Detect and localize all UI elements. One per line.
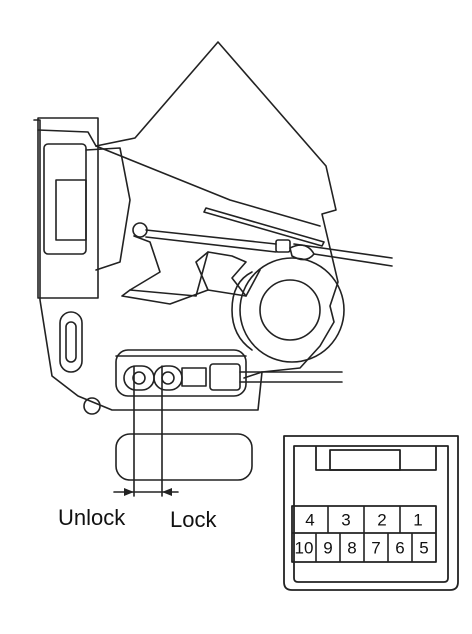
lock-body-outline bbox=[33, 119, 263, 411]
pin-8: 8 bbox=[347, 539, 356, 558]
rod-guide bbox=[203, 207, 325, 247]
switch-plug bbox=[209, 363, 241, 391]
rod-connector bbox=[275, 239, 291, 253]
lever-pivot bbox=[132, 222, 148, 238]
lock-body-slot bbox=[43, 143, 87, 255]
connector-outer-shell bbox=[283, 435, 459, 591]
unlock-arrowhead bbox=[124, 488, 134, 496]
motor-housing-outer bbox=[239, 257, 345, 363]
pin-5: 5 bbox=[419, 539, 428, 558]
switch-cam-lock bbox=[153, 365, 183, 391]
pin-3: 3 bbox=[341, 511, 350, 530]
switch-housing bbox=[115, 349, 247, 397]
pin-10: 10 bbox=[295, 539, 314, 558]
pin-2: 2 bbox=[377, 511, 386, 530]
motor-housing-inner bbox=[259, 279, 321, 341]
unlock-label: Unlock bbox=[58, 505, 126, 530]
lower-cover bbox=[115, 433, 253, 481]
inner-lever bbox=[121, 235, 209, 305]
pin-6: 6 bbox=[395, 539, 404, 558]
pin-9: 9 bbox=[323, 539, 332, 558]
cam-slot bbox=[59, 311, 83, 373]
actuator-upper-casing bbox=[95, 41, 339, 379]
pin-7: 7 bbox=[371, 539, 380, 558]
pin-4: 4 bbox=[305, 511, 314, 530]
lock-label: Lock bbox=[170, 507, 217, 532]
connector-latch-tab bbox=[329, 449, 401, 471]
connector-inner-shell bbox=[293, 445, 449, 583]
lock-cable bbox=[313, 253, 393, 267]
pin-1: 1 bbox=[413, 511, 422, 530]
lock-rod bbox=[145, 229, 277, 245]
switch-cam-unlock bbox=[123, 365, 155, 391]
lock-body-frame bbox=[37, 117, 99, 299]
bracket-edge bbox=[95, 145, 321, 227]
lock-arrowhead bbox=[162, 488, 172, 496]
